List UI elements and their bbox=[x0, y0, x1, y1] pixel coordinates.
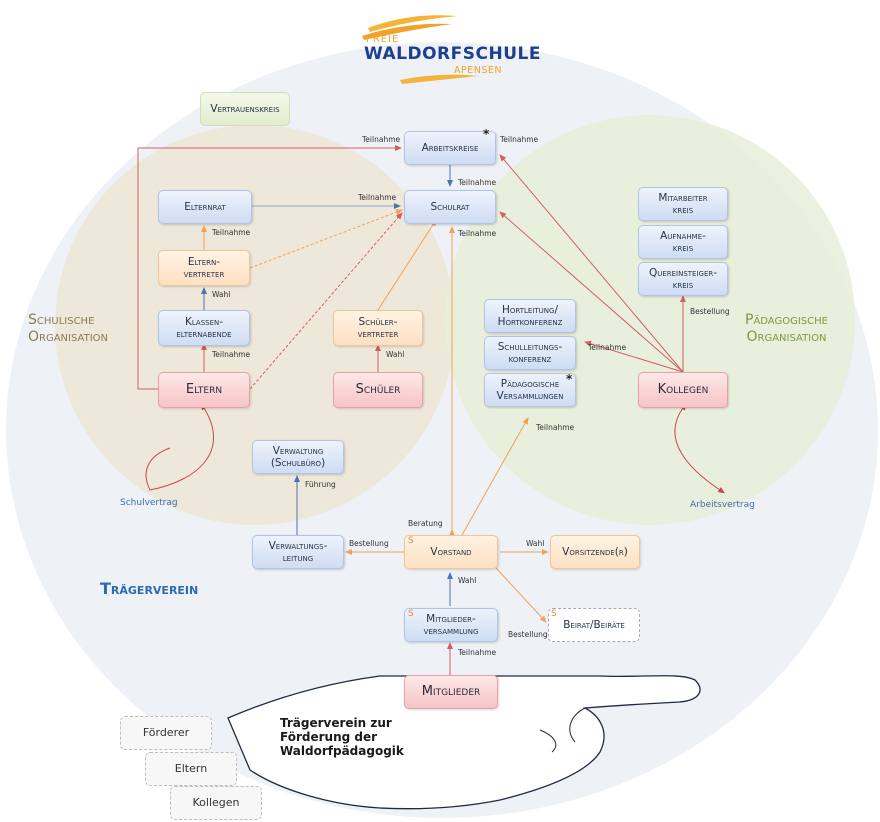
node-beirat: Beirat/Beiräte bbox=[548, 608, 640, 642]
contract-work: Arbeitsvertrag bbox=[690, 500, 755, 510]
edge-label: Bestellung bbox=[690, 307, 730, 316]
edge-label: Bestellung bbox=[508, 630, 548, 639]
member-type-foerderer: Förderer bbox=[120, 716, 212, 750]
node-kollegen: Kollegen bbox=[638, 372, 728, 408]
node-mitgliederversammlung: Mitglieder- versammlung bbox=[404, 608, 498, 642]
pedagogic-circle bbox=[445, 115, 855, 525]
node-quereinsteigerkreis: Quereinsteiger- kreis bbox=[638, 262, 728, 296]
node-klassenelternabende: Klassen- elternabende bbox=[158, 310, 250, 346]
edge-label: Teilnahme bbox=[500, 135, 539, 144]
node-vorstand: Vorstand bbox=[404, 535, 498, 569]
section-carrier: Trägerverein bbox=[100, 579, 199, 598]
marker-vorstand: S bbox=[408, 536, 414, 546]
edge-label: Teilnahme bbox=[212, 228, 251, 237]
edge-label: Teilnahme bbox=[458, 648, 497, 657]
edge-label: Wahl bbox=[526, 539, 545, 548]
edge-label: Teilnahme bbox=[212, 350, 251, 359]
edge-label: Teilnahme bbox=[458, 178, 497, 187]
edge-label: Teilnahme bbox=[536, 423, 575, 432]
node-hortleitung: Hortleitung/ Hortkonferenz bbox=[484, 299, 576, 333]
logo-sub: APENSEN bbox=[454, 65, 502, 76]
logo: FREIE WALDORFSCHULE APENSEN bbox=[360, 34, 540, 82]
node-aufnahmekreis: Aufnahme- kreis bbox=[638, 225, 728, 259]
node-mitglieder: Mitglieder bbox=[404, 675, 498, 709]
edge-label: Teilnahme bbox=[362, 135, 401, 144]
section-school: Schulische Organisation bbox=[28, 312, 108, 346]
section-pedagogic-line1: Pädagogische bbox=[745, 312, 828, 328]
section-pedagogic: Pädagogische Organisation bbox=[745, 312, 828, 346]
node-elternrat: Elternrat bbox=[158, 190, 252, 224]
node-schulrat: Schulrat bbox=[404, 190, 496, 224]
logo-top: FREIE bbox=[366, 34, 400, 45]
edge-label: Bestellung bbox=[349, 539, 389, 548]
edge-label: Wahl bbox=[386, 350, 405, 359]
edge-label: Führung bbox=[305, 480, 336, 489]
edge-label: Teilnahme bbox=[358, 193, 397, 202]
school-circle bbox=[55, 125, 455, 525]
contract-school: Schulvertrag bbox=[120, 498, 178, 508]
marker-mitgliederversammlung: S bbox=[408, 609, 414, 619]
edge-label: Wahl bbox=[458, 576, 477, 585]
node-schueler: Schüler bbox=[333, 372, 423, 408]
hand-outline bbox=[227, 675, 701, 810]
node-schulleitungskonferenz: Schulleitungs- konferenz bbox=[484, 336, 576, 370]
node-elternvertreter: Eltern- vertreter bbox=[158, 250, 250, 286]
edge-label: Beratung bbox=[408, 519, 443, 528]
edge-label: Teilnahme bbox=[458, 229, 497, 238]
marker-arbeitskreise: * bbox=[483, 127, 490, 141]
hand-text: Trägerverein zur Förderung der Waldorfpä… bbox=[280, 716, 404, 758]
section-pedagogic-line2: Organisation bbox=[746, 329, 827, 345]
member-type-eltern: Eltern bbox=[145, 752, 237, 786]
node-mitarbeiterkreis: Mitarbeiter kreis bbox=[638, 187, 728, 221]
section-school-line1: Schulische bbox=[28, 312, 95, 328]
section-school-line2: Organisation bbox=[28, 329, 108, 345]
node-verwaltung: Verwaltung (Schulbüro) bbox=[252, 440, 344, 474]
node-verwaltungsleitung: Verwaltungs- leitung bbox=[252, 535, 344, 569]
edge-label: Wahl bbox=[212, 290, 231, 299]
node-arbeitskreise: Arbeitskreise bbox=[404, 131, 496, 165]
node-eltern: Eltern bbox=[158, 372, 250, 408]
node-paedagogische-versammlungen: Pädagogische Versammlungen bbox=[484, 373, 576, 407]
marker-paedagogische-versammlungen: * bbox=[566, 372, 573, 386]
node-vorsitzende: Vorsitzende(r) bbox=[550, 535, 640, 569]
logo-main: WALDORFSCHULE bbox=[364, 44, 541, 64]
node-schuelervertreter: Schüler- vertreter bbox=[333, 310, 423, 346]
member-type-kollegen: Kollegen bbox=[170, 786, 262, 820]
marker-beirat: S bbox=[551, 609, 557, 619]
edge-label: Teilnahme bbox=[588, 343, 627, 352]
node-vertrauenskreis: Vertrauenskreis bbox=[200, 92, 290, 126]
